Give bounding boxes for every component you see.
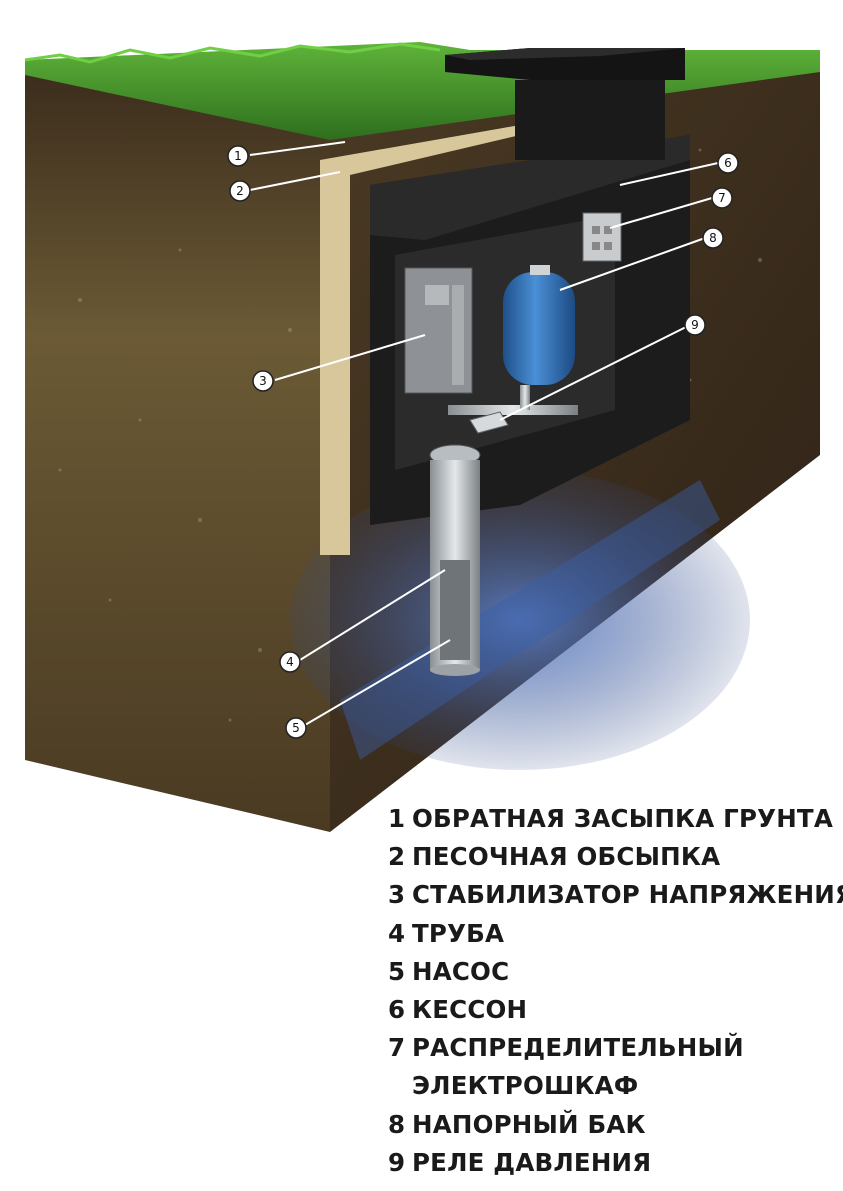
well-caisson-diagram: 1 2 3 4 5 6 7 8 9: [24, 42, 820, 832]
legend-text: РАСПРЕДЕЛИТЕЛЬНЫЙ: [412, 1033, 744, 1063]
legend-number: 4: [388, 918, 406, 948]
legend-text: ЭЛЕКТРОШКАФ: [412, 1071, 639, 1101]
legend-number: 3: [388, 880, 406, 910]
distribution-box: [582, 212, 622, 262]
pipe-horizontal: [448, 405, 578, 415]
callout-4: 4: [279, 651, 301, 673]
legend-number: 9: [388, 1147, 406, 1177]
legend-text: ОБРАТНАЯ ЗАСЫПКА ГРУНТА: [412, 804, 833, 833]
callout-6: 6: [717, 152, 739, 174]
callout-3: 3: [252, 370, 274, 392]
callout-9-label: 9: [691, 318, 699, 332]
callout-8: 8: [702, 227, 724, 249]
callout-8-label: 8: [709, 231, 717, 245]
callout-1-label: 1: [234, 149, 242, 163]
aquifer-water: [290, 470, 750, 770]
pressure-switch: [469, 411, 509, 434]
legend-number: 6: [388, 994, 406, 1024]
callout-5-label: 5: [292, 721, 300, 735]
legend-number: 1: [388, 804, 406, 833]
callout-6-label: 6: [724, 156, 732, 170]
legend-number: 5: [388, 956, 406, 986]
soil-front-face: [25, 68, 330, 832]
legend-text: НАПОРНЫЙ БАК: [412, 1109, 646, 1139]
callout-5: 5: [285, 717, 307, 739]
callout-2: 2: [229, 180, 251, 202]
legend-text: СТАБИЛИЗАТОР НАПРЯЖЕНИЯ: [412, 880, 843, 910]
caisson-neck: [515, 80, 665, 160]
callout-9: 9: [684, 314, 706, 336]
legend-text: ПЕСОЧНАЯ ОБСЫПКА: [412, 842, 721, 872]
pressure-tank: [503, 272, 575, 385]
legend-text: КЕССОН: [412, 994, 528, 1024]
callout-1: 1: [227, 145, 249, 167]
submersible-pump: [440, 560, 470, 660]
callout-2-label: 2: [236, 184, 244, 198]
legend-number: 8: [388, 1109, 406, 1139]
legend-number: 2: [388, 842, 406, 872]
leader-lines: [249, 141, 719, 726]
legend-text: РЕЛЕ ДАВЛЕНИЯ: [412, 1147, 652, 1177]
sand-layer: [320, 125, 520, 555]
legend-number: 7: [388, 1033, 406, 1063]
legend-item: ЭЛЕКТРОШКАФ: [388, 1067, 838, 1105]
callout-7: 7: [711, 187, 733, 209]
callout-4-label: 4: [286, 655, 294, 669]
legend-text: ТРУБА: [412, 918, 505, 948]
callout-7-label: 7: [718, 191, 726, 205]
callout-3-label: 3: [259, 374, 267, 388]
legend-text: НАСОС: [412, 956, 510, 986]
